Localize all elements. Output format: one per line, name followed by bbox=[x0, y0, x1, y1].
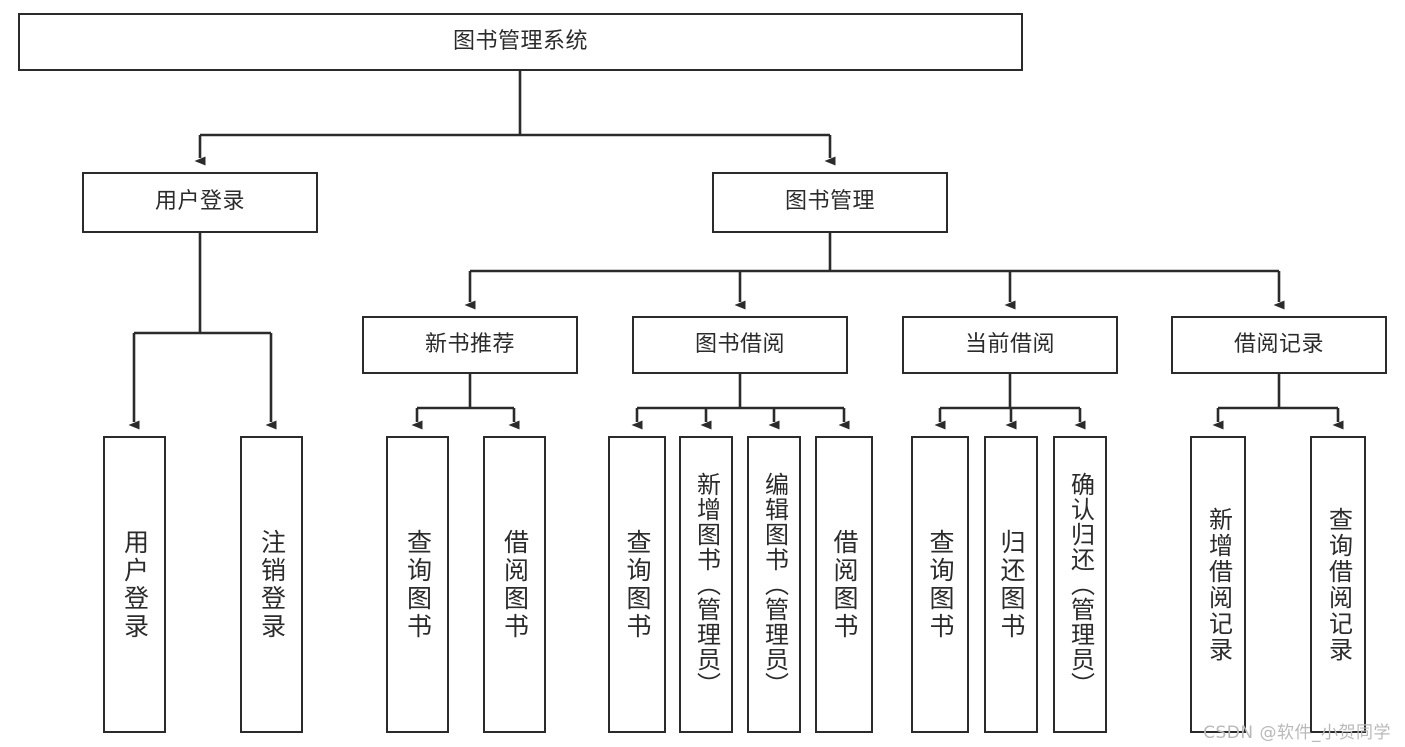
node-leaf-logout-label: 注销登录 bbox=[257, 528, 287, 641]
node-leaf-return-book-label: 归还图书 bbox=[997, 528, 1026, 641]
node-leaf-query-book-1[interactable]: 查询图书 bbox=[386, 436, 449, 733]
node-leaf-user-login[interactable]: 用户登录 bbox=[103, 436, 166, 733]
node-leaf-logout[interactable]: 注销登录 bbox=[240, 436, 303, 733]
node-leaf-borrow-book-1[interactable]: 借阅图书 bbox=[483, 436, 546, 733]
csdn-watermark: CSDN @软件_小贺同学 bbox=[1203, 723, 1391, 743]
node-leaf-confirm-return-label: 确认归还（管理员） bbox=[1066, 472, 1095, 697]
node-leaf-user-login-label: 用户登录 bbox=[120, 528, 150, 641]
node-book-borrow[interactable]: 图书借阅 bbox=[632, 316, 848, 374]
node-new-book-rec[interactable]: 新书推荐 bbox=[362, 316, 578, 374]
node-leaf-query-book-2-label: 查询图书 bbox=[623, 528, 652, 641]
node-leaf-edit-book[interactable]: 编辑图书（管理员） bbox=[747, 436, 801, 733]
node-leaf-confirm-return[interactable]: 确认归还（管理员） bbox=[1053, 436, 1107, 733]
node-book-manage[interactable]: 图书管理 bbox=[712, 172, 948, 233]
node-leaf-query-record-label: 查询借阅记录 bbox=[1324, 506, 1353, 663]
node-leaf-borrow-book-1-label: 借阅图书 bbox=[500, 528, 530, 641]
node-leaf-add-record[interactable]: 新增借阅记录 bbox=[1190, 436, 1246, 733]
node-leaf-query-book-3[interactable]: 查询图书 bbox=[911, 436, 969, 733]
node-current-borrow-label: 当前借阅 bbox=[964, 331, 1055, 357]
node-current-borrow[interactable]: 当前借阅 bbox=[902, 316, 1118, 374]
node-leaf-query-book-2[interactable]: 查询图书 bbox=[608, 436, 666, 733]
node-user-login[interactable]: 用户登录 bbox=[82, 172, 318, 233]
node-leaf-query-book-1-label: 查询图书 bbox=[403, 528, 433, 641]
node-borrow-record[interactable]: 借阅记录 bbox=[1171, 316, 1387, 374]
node-leaf-add-record-label: 新增借阅记录 bbox=[1204, 506, 1233, 663]
node-leaf-query-book-3-label: 查询图书 bbox=[926, 528, 955, 641]
node-book-manage-label: 图书管理 bbox=[784, 189, 875, 215]
node-user-login-label: 用户登录 bbox=[154, 189, 245, 215]
node-book-borrow-label: 图书借阅 bbox=[694, 331, 785, 357]
node-new-book-rec-label: 新书推荐 bbox=[424, 331, 515, 357]
node-root[interactable]: 图书管理系统 bbox=[18, 13, 1023, 71]
node-leaf-query-record[interactable]: 查询借阅记录 bbox=[1310, 436, 1366, 733]
node-leaf-borrow-book-2[interactable]: 借阅图书 bbox=[815, 436, 873, 733]
node-borrow-record-label: 借阅记录 bbox=[1233, 331, 1324, 357]
node-leaf-borrow-book-2-label: 借阅图书 bbox=[830, 528, 859, 641]
node-leaf-edit-book-label: 编辑图书（管理员） bbox=[760, 472, 789, 697]
node-leaf-add-book-label: 新增图书（管理员） bbox=[692, 472, 721, 697]
node-leaf-add-book[interactable]: 新增图书（管理员） bbox=[679, 436, 733, 733]
node-leaf-return-book[interactable]: 归还图书 bbox=[984, 436, 1038, 733]
node-root-label: 图书管理系统 bbox=[452, 28, 588, 54]
